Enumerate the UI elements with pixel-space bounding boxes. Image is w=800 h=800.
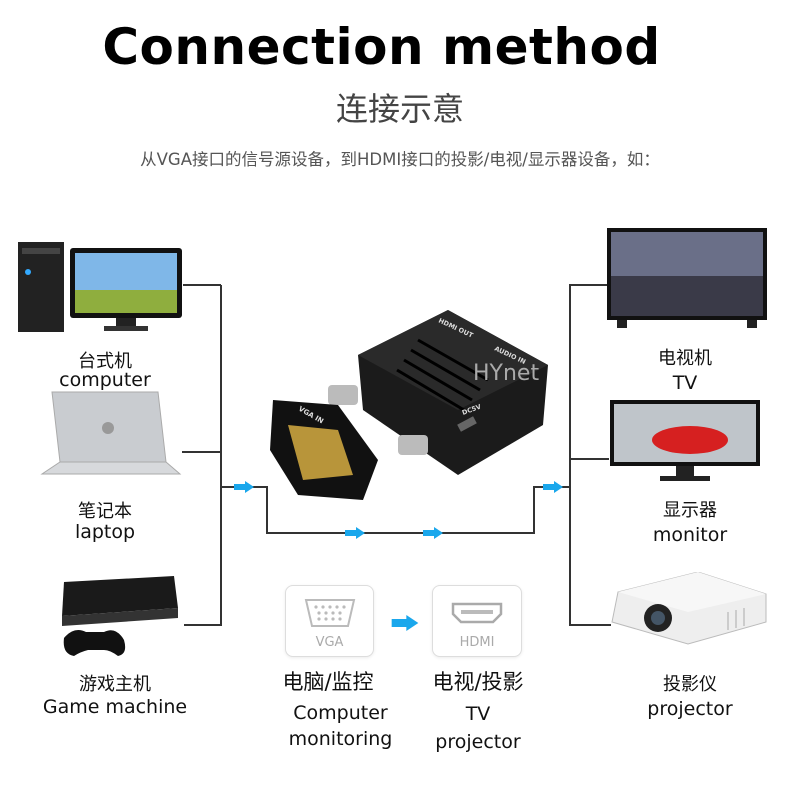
- hdmi-display-cn-label: 电视/投影: [432, 670, 524, 694]
- through-line: [266, 532, 534, 534]
- source-bus-line: [220, 285, 222, 626]
- hdmi-port-icon: [451, 602, 503, 624]
- tv-image: [607, 228, 767, 328]
- arrow-right-icon: [543, 481, 563, 493]
- output-bus-line: [569, 285, 571, 626]
- desktop-computer-image: [18, 242, 182, 332]
- tv-link-line: [569, 284, 609, 286]
- hdmi-port-box: HDMI: [432, 585, 522, 657]
- monitor-link-line: [569, 458, 609, 460]
- brand-watermark: HYnet: [473, 361, 539, 386]
- vga-to-hdmi-adapter-image: HYnet HDMI OUT AUDIO IN VGA IN DC5V: [270, 310, 548, 500]
- title: Connection method: [102, 18, 661, 76]
- hdmi-port-label: HDMI: [459, 635, 495, 650]
- monitor-image: [610, 400, 760, 481]
- projector-link-line: [569, 624, 611, 626]
- arrow-right-icon: [423, 527, 443, 539]
- laptop-image: [40, 391, 182, 475]
- console-link-line: [184, 624, 221, 626]
- hdmi-display-en-label: TV projector: [435, 703, 521, 753]
- laptop-link-line: [182, 451, 221, 453]
- subtitle: 连接示意: [335, 90, 464, 128]
- vga-source-cn-label: 电脑/监控: [282, 670, 374, 694]
- input-drop-line: [266, 486, 268, 534]
- game-console-image: [62, 576, 178, 656]
- output-rise-line: [533, 486, 535, 534]
- arrow-right-icon: [345, 527, 365, 539]
- projector-image: [611, 572, 767, 645]
- description: 从VGA接口的信号源设备，到HDMI接口的投影/电视/显示器设备，如：: [140, 150, 660, 169]
- vga-port-label: VGA: [315, 635, 344, 650]
- arrow-right-icon: [391, 615, 419, 631]
- arrow-right-icon: [234, 481, 254, 493]
- vga-port-box: VGA: [285, 585, 374, 657]
- computer-link-line: [183, 284, 221, 286]
- vga-source-en-label: Computer monitoring: [288, 702, 393, 750]
- vga-port-icon: [304, 599, 356, 627]
